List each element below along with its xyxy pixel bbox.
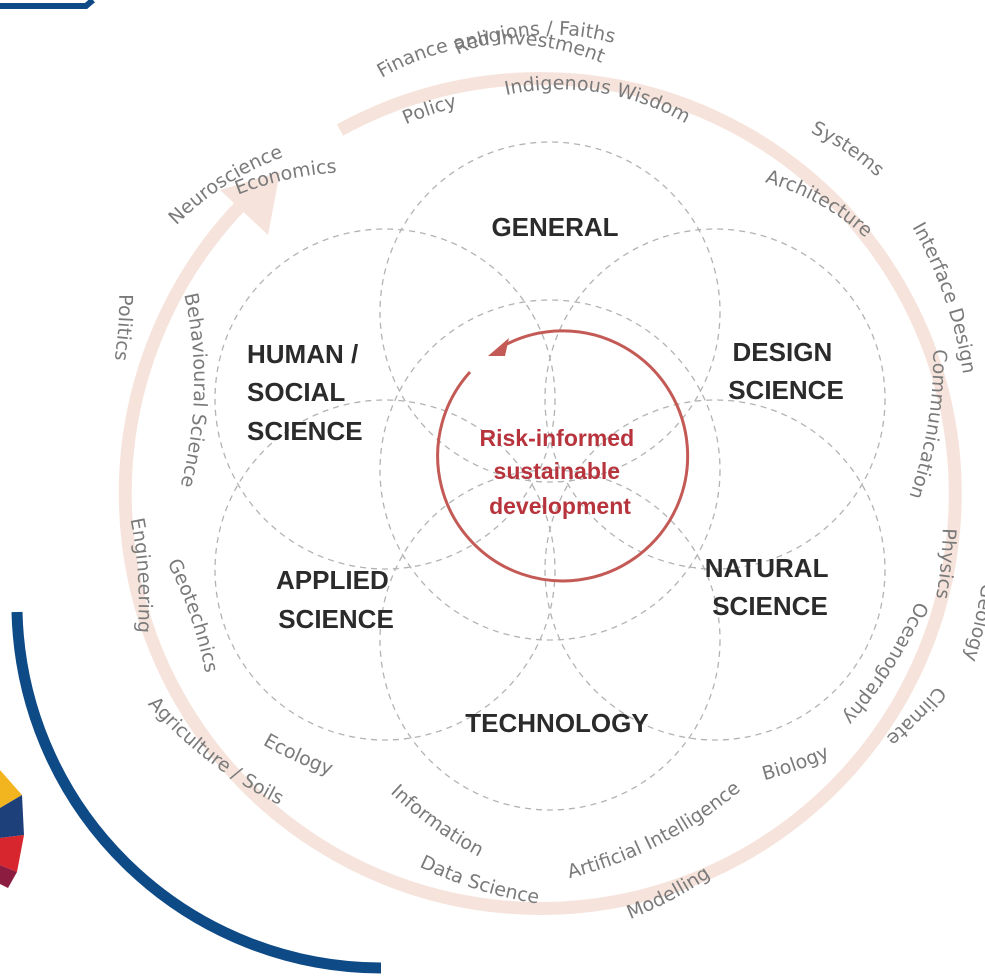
petal-circle-center bbox=[379, 299, 721, 641]
sector-applied-line-2: SCIENCE bbox=[278, 604, 394, 634]
petal-circle-general bbox=[379, 141, 721, 483]
center-line-2: sustainable bbox=[494, 458, 621, 484]
frame-corner bbox=[0, 0, 95, 9]
center-arrowhead bbox=[488, 338, 509, 356]
label-geotechnics: Geotechnics bbox=[163, 555, 222, 674]
sector-design-line-1: DESIGN bbox=[733, 337, 833, 367]
center-line-1: Risk-informed bbox=[479, 425, 634, 451]
label-geology: Geology bbox=[960, 582, 985, 664]
label-systems: Systems bbox=[808, 117, 888, 181]
center-cycle bbox=[436, 329, 690, 583]
sector-general: GENERAL bbox=[491, 212, 618, 242]
petal-circle-natural bbox=[544, 399, 886, 741]
sector-natural-line-2: SCIENCE bbox=[712, 591, 828, 621]
sector-human-line-2: SOCIAL bbox=[247, 377, 345, 407]
sector-technology-line-1: TECHNOLOGY bbox=[465, 708, 648, 738]
outer-ring bbox=[118, 72, 962, 915]
petal-circles bbox=[214, 141, 886, 811]
sector-applied: APPLIED SCIENCE bbox=[276, 565, 396, 634]
sector-general-line-1: GENERAL bbox=[491, 212, 618, 242]
sector-design-line-2: SCIENCE bbox=[728, 375, 844, 405]
label-information: Information bbox=[386, 780, 487, 861]
petal-circle-human-social bbox=[214, 228, 556, 570]
ring-arrowhead bbox=[220, 172, 280, 235]
label-behavioural: Behavioural Science bbox=[176, 291, 211, 490]
frame-arc bbox=[11, 611, 382, 974]
sector-natural: NATURAL SCIENCE bbox=[705, 553, 835, 621]
petal-circle-technology bbox=[379, 469, 721, 811]
label-politics: Politics bbox=[110, 294, 137, 362]
label-indigenous: Indigenous Wisdom bbox=[503, 72, 694, 128]
petal-circle-applied bbox=[214, 399, 556, 741]
sector-natural-line-1: NATURAL bbox=[705, 553, 829, 583]
sector-technology: TECHNOLOGY bbox=[465, 708, 648, 738]
sector-human-social: HUMAN / SOCIAL SCIENCE bbox=[247, 339, 365, 446]
logo-wheel-partial bbox=[0, 770, 24, 888]
sector-applied-line-1: APPLIED bbox=[276, 565, 389, 595]
petal-circle-design bbox=[544, 228, 886, 570]
label-ecology: Ecology bbox=[260, 729, 336, 779]
sector-human-line-1: HUMAN / bbox=[247, 339, 358, 369]
sector-human-line-3: SCIENCE bbox=[247, 416, 363, 446]
center-line-3: development bbox=[489, 493, 631, 519]
label-biology: Biology bbox=[760, 741, 833, 785]
label-architecture: Architecture bbox=[763, 166, 877, 242]
center-label: Risk-informed sustainable development bbox=[479, 425, 640, 519]
sector-design: DESIGN SCIENCE bbox=[728, 337, 844, 405]
